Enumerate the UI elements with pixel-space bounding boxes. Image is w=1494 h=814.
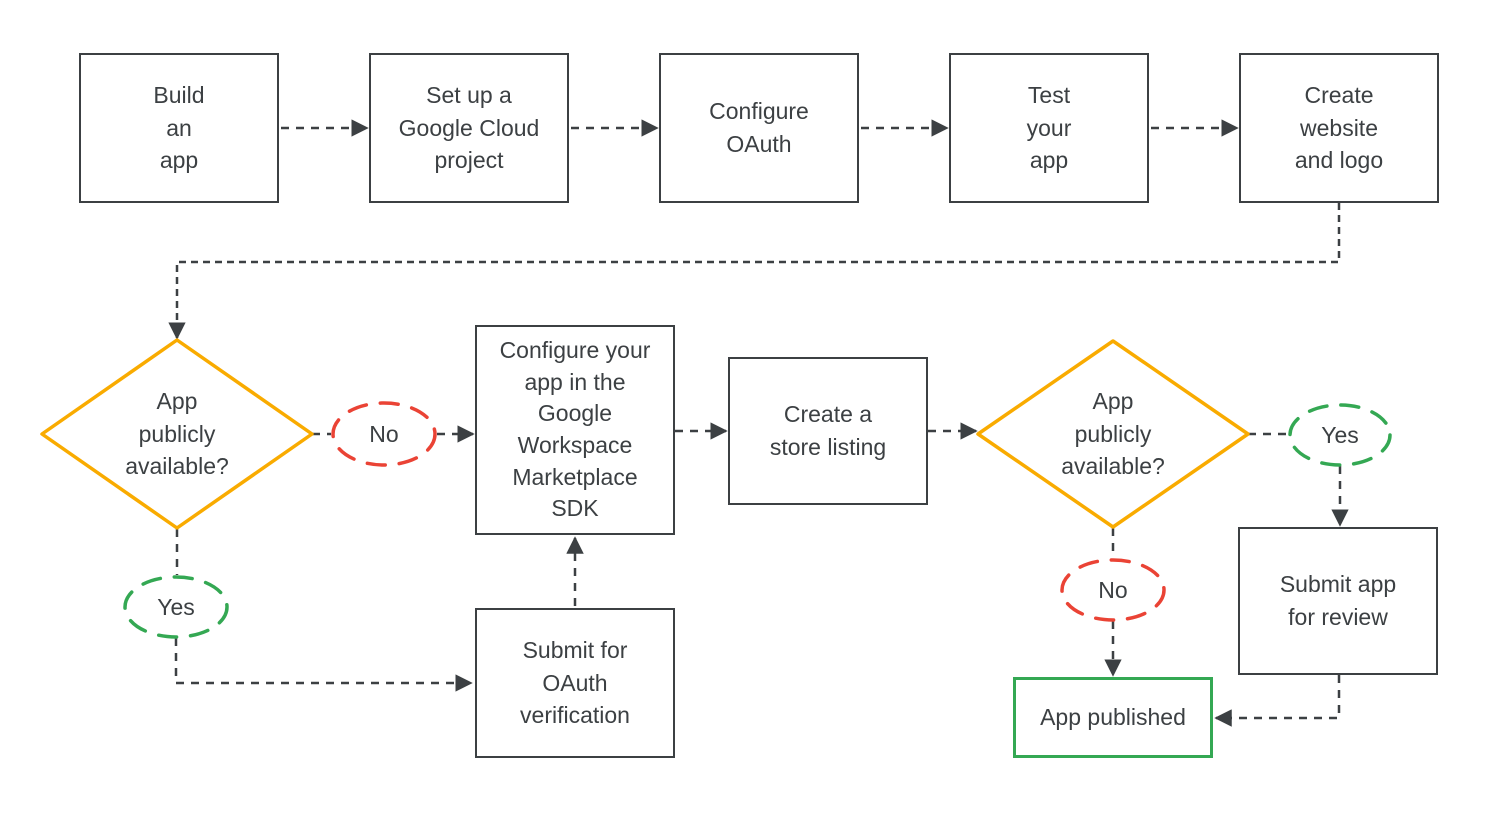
connector-yes1-to-verification: [174, 638, 473, 692]
no2-ellipse: [1060, 558, 1166, 622]
yes2-ellipse: [1288, 403, 1392, 467]
process-box-create-website-and-logo: Create website and logo: [1239, 53, 1439, 203]
connector-website-to-decision1: [168, 203, 1341, 340]
process-box-create-store-listing: Create a store listing: [728, 357, 928, 505]
no1-ellipse: [331, 401, 437, 467]
process-box-submit-for-oauth-verification: Submit for OAuth verification: [475, 608, 675, 758]
process-box-build-an-app: Build an app: [79, 53, 279, 203]
process-box-test-your-app: Test your app: [949, 53, 1149, 203]
terminator-box-app-published: App published: [1013, 677, 1213, 758]
process-box-configure-oauth: Configure OAuth: [659, 53, 859, 203]
decision2-diamond: [976, 339, 1250, 529]
process-box-setup-google-cloud-project: Set up a Google Cloud project: [369, 53, 569, 203]
yes1-ellipse: [123, 575, 229, 639]
process-box-configure-app-marketplace-sdk: Configure your app in the Google Workspa…: [475, 325, 675, 535]
decision1-diamond: [40, 338, 314, 530]
process-box-submit-app-for-review: Submit app for review: [1238, 527, 1438, 675]
connector-review-to-published: [1214, 675, 1341, 727]
